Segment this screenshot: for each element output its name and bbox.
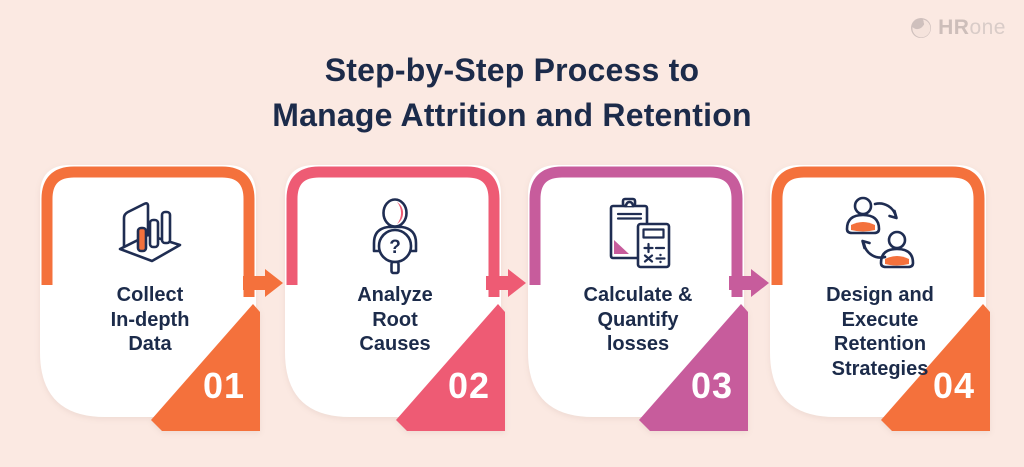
step-2-number: 02 [447, 365, 490, 406]
step-card-2: ? Analyze Root Causes 02 [285, 165, 505, 433]
step-3-label: Calculate & Quantify losses [583, 284, 693, 355]
brand-logo: HRone [909, 16, 1006, 40]
corner-fold [396, 304, 505, 431]
brand-name: HRone [938, 16, 1006, 40]
arrow-step3-to-step4 [729, 269, 769, 297]
step-card-2-frame [285, 165, 505, 431]
step-4-label: Design and Execute Retention Strategies [826, 284, 934, 380]
step-card-4: Design and Execute Retention Strategies … [770, 165, 990, 433]
corner-fold [639, 304, 748, 431]
step-card-3-frame [528, 165, 748, 431]
people-exchange-icon [845, 196, 915, 269]
question-mark-glyph: ? [389, 237, 401, 258]
step-card-4-frame [770, 165, 990, 431]
hrone-swirl-icon [911, 18, 932, 38]
brand-name-light: one [969, 16, 1006, 39]
step-card-1-frame [40, 165, 260, 431]
step-card-3: Calculate & Quantify losses 03 [528, 165, 748, 433]
step-4-number: 04 [932, 365, 975, 406]
3d-bar-chart-icon [118, 202, 182, 263]
page-title-line1: Step-by-Step Process to [324, 52, 700, 88]
person-question-magnifier-icon: ? [372, 198, 418, 275]
clipboard-calculator-icon [609, 197, 671, 269]
step-3-number: 03 [690, 365, 733, 406]
arrow-step1-to-step2 [243, 269, 283, 297]
corner-fold [151, 304, 260, 431]
arrow-step2-to-step3 [486, 269, 526, 297]
step-1-number: 01 [202, 365, 245, 406]
corner-fold [881, 304, 990, 431]
step-2-label: Analyze Root Causes [357, 284, 433, 355]
page-title: Step-by-Step Process to Manage Attrition… [0, 48, 1024, 138]
brand-name-bold: HR [938, 16, 970, 39]
step-1-label: Collect In-depth Data [110, 284, 190, 355]
step-card-1: Collect In-depth Data 01 [40, 165, 260, 433]
page-title-line2: Manage Attrition and Retention [272, 97, 752, 133]
